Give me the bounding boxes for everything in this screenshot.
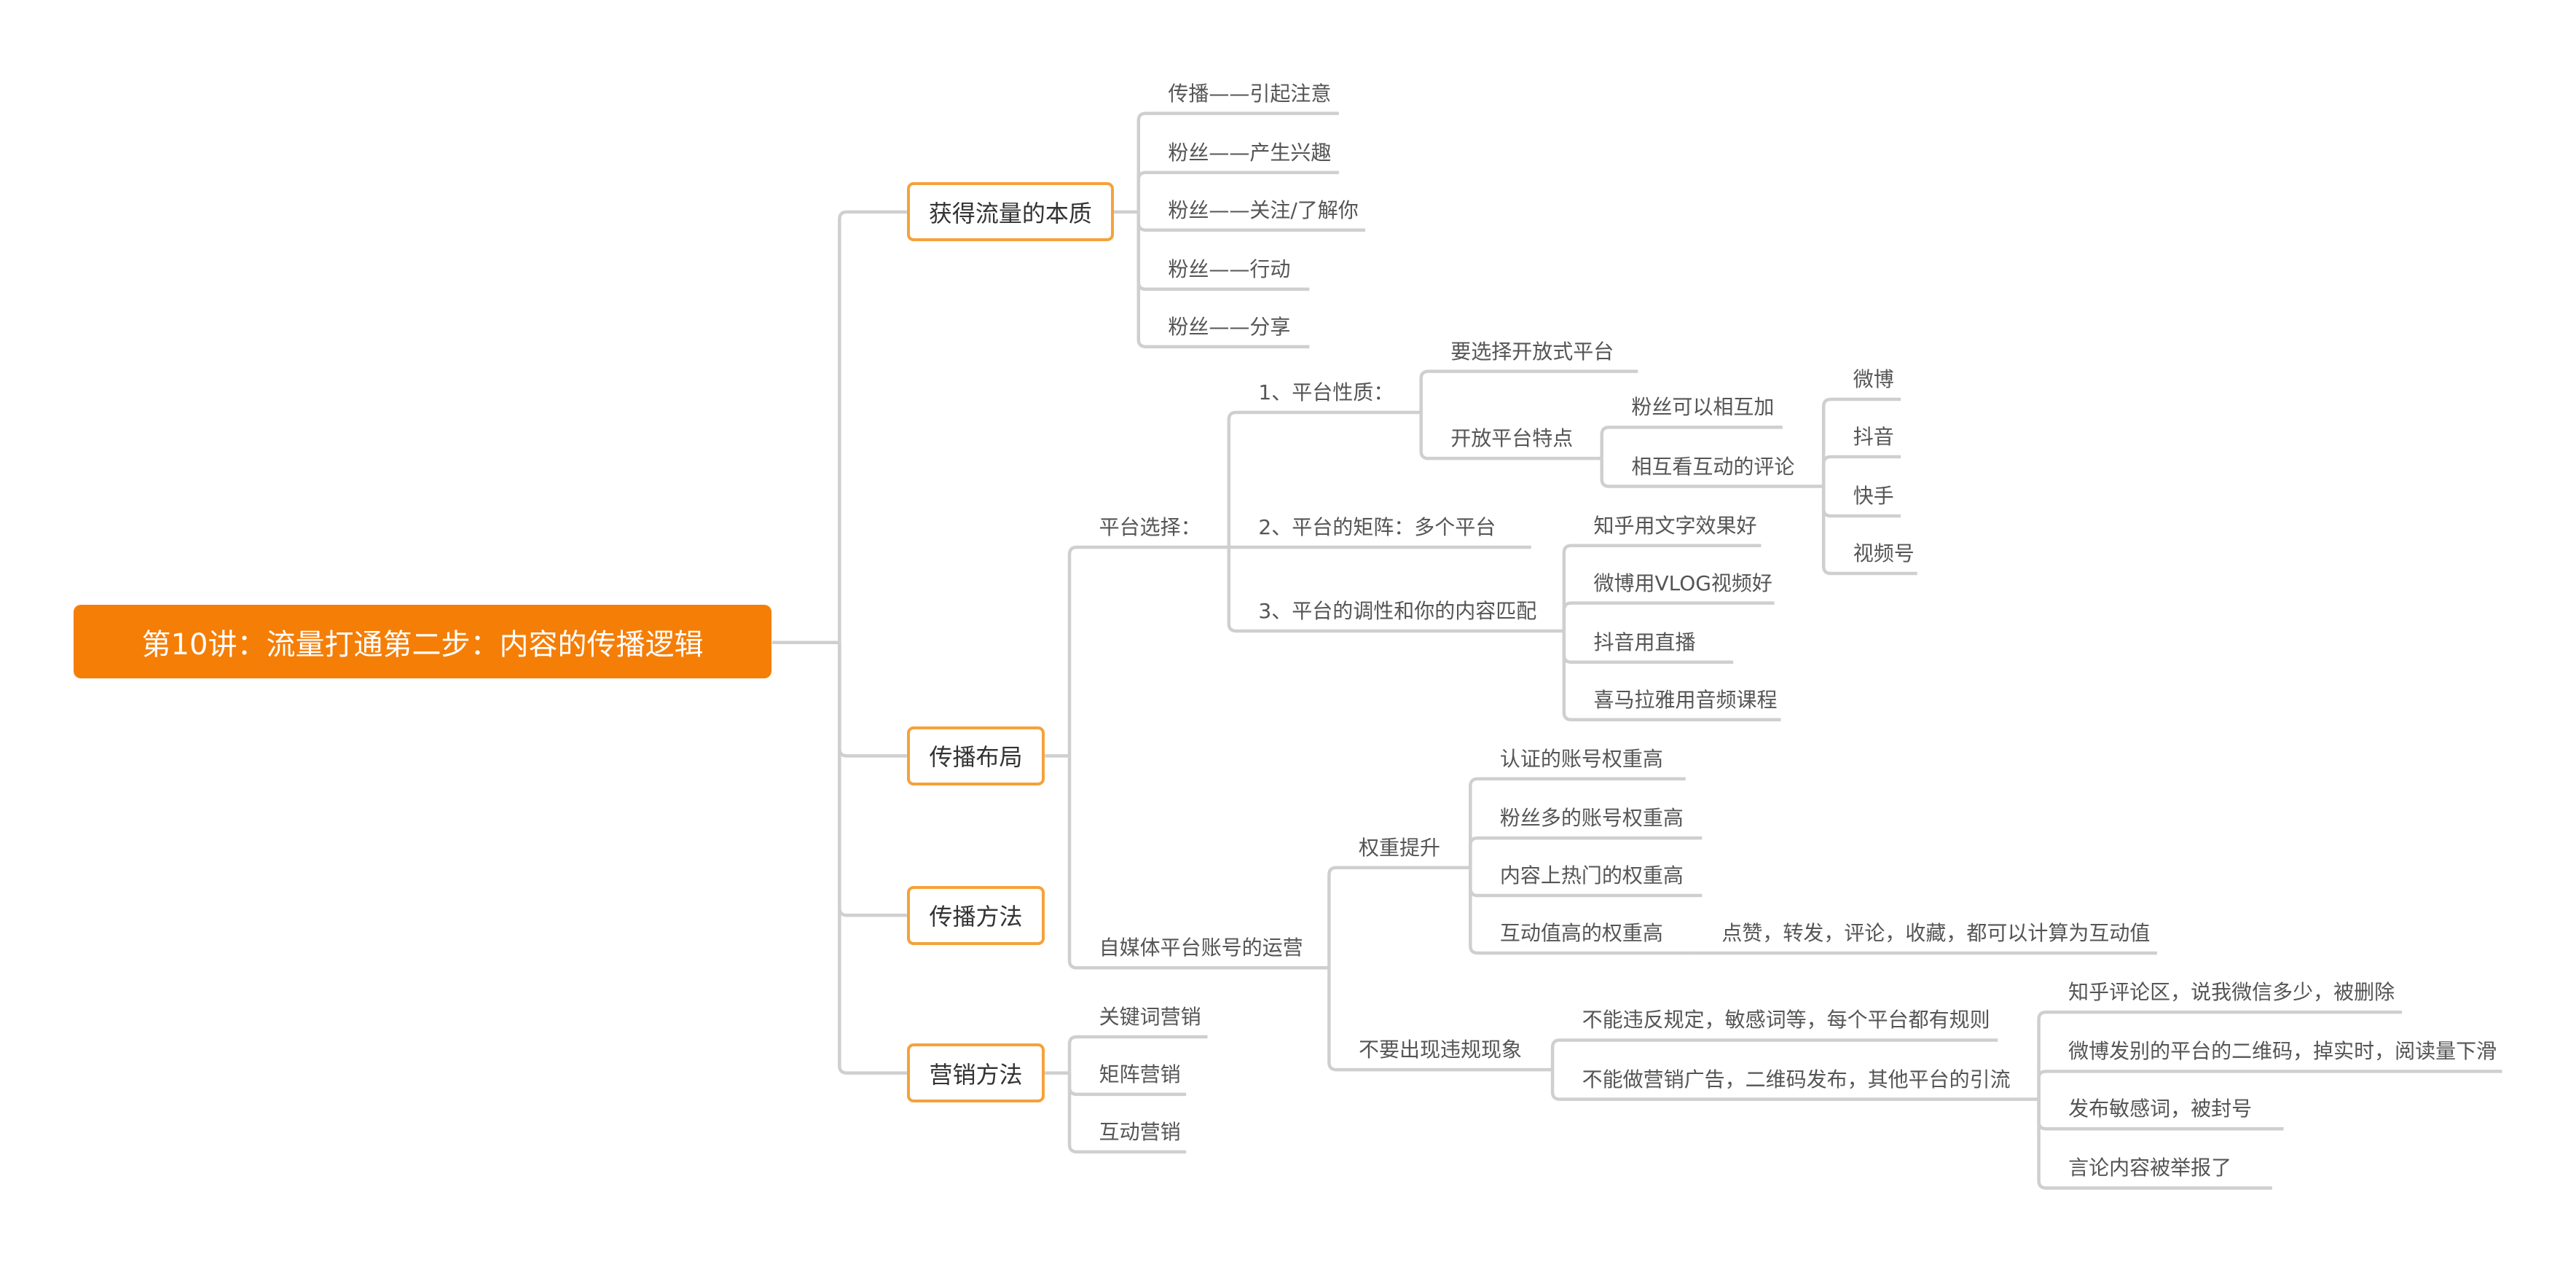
subtopic[interactable]: 不要出现违规现象 bbox=[1358, 1038, 1522, 1062]
subtopic[interactable]: 自媒体平台账号的运营 bbox=[1099, 936, 1303, 960]
subtopic-connector bbox=[1327, 866, 1471, 968]
leaf-topic[interactable]: 言论内容被举报了 bbox=[2068, 1156, 2232, 1180]
subtopic-connector bbox=[1469, 777, 1686, 868]
leaf-topic[interactable]: 粉丝多的账号权重高 bbox=[1499, 806, 1684, 831]
leaf-topic[interactable]: 视频号 bbox=[1853, 541, 1915, 566]
leaf-topic[interactable]: 要选择开放式平台 bbox=[1450, 339, 1614, 364]
subtopic-connector bbox=[1562, 544, 1762, 631]
subtopic-connector bbox=[1136, 171, 1339, 212]
leaf-topic[interactable]: 快手 bbox=[1853, 484, 1894, 509]
leaf-topic[interactable]: 不能违反规定，敏感词等，每个平台都有规则 bbox=[1582, 1008, 1990, 1032]
main-topic-connector bbox=[838, 210, 907, 643]
main-topic[interactable]: 获得流量的本质 bbox=[906, 182, 1114, 242]
subtopic-connector bbox=[2037, 1070, 2502, 1100]
main-topic[interactable]: 营销方法 bbox=[906, 1043, 1045, 1103]
leaf-topic[interactable]: 微博发别的平台的二维码，掉实时，阅读量下滑 bbox=[2068, 1039, 2497, 1064]
leaf-topic[interactable]: 微博用VLOG视频好 bbox=[1593, 571, 1772, 595]
leaf-topic[interactable]: 发布敏感词，被封号 bbox=[2068, 1097, 2253, 1121]
subtopic-connector bbox=[1327, 968, 1553, 1072]
subtopic-connector bbox=[1067, 1035, 1208, 1073]
subtopic-connector bbox=[1227, 410, 1421, 547]
subtopic[interactable]: 平台选择： bbox=[1099, 514, 1201, 539]
leaf-topic[interactable]: 传播——引起注意 bbox=[1168, 81, 1332, 106]
leaf-topic[interactable]: 粉丝——分享 bbox=[1168, 314, 1291, 339]
leaf-topic[interactable]: 粉丝——产生兴趣 bbox=[1168, 140, 1332, 165]
subtopic[interactable]: 不能做营销广告，二维码发布，其他平台的引流 bbox=[1582, 1067, 2011, 1091]
subtopic-connector bbox=[1821, 486, 1917, 576]
subtopic-connector bbox=[1067, 1073, 1187, 1154]
leaf-topic[interactable]: 抖音用直播 bbox=[1593, 630, 1696, 654]
main-topic[interactable]: 传播方法 bbox=[906, 885, 1045, 945]
subtopic-connector bbox=[1067, 756, 1330, 970]
subtopic-connector bbox=[1550, 1070, 2039, 1101]
subtopic-connector bbox=[1419, 369, 1638, 413]
leaf-topic[interactable]: 点赞，转发，评论，收藏，都可以计算为互动值 bbox=[1721, 920, 2151, 945]
subtopic[interactable]: 相互看互动的评论 bbox=[1631, 454, 1795, 479]
leaf-topic[interactable]: 知乎用文字效果好 bbox=[1593, 513, 1757, 538]
subtopic-connector bbox=[1469, 836, 1703, 868]
subtopic-connector bbox=[2037, 1099, 2272, 1190]
main-topic-connector bbox=[838, 642, 907, 1075]
leaf-topic[interactable]: 喜马拉雅用音频课程 bbox=[1593, 687, 1778, 712]
subtopic-connector bbox=[2037, 1010, 2402, 1100]
subtopic-connector bbox=[1067, 545, 1229, 756]
subtopic-connector bbox=[1136, 211, 1310, 349]
main-topic-connector bbox=[838, 642, 907, 917]
leaf-topic[interactable]: 粉丝——关注/了解你 bbox=[1168, 197, 1359, 222]
subtopic-connector bbox=[1469, 867, 1692, 955]
subtopic[interactable]: 互动值高的权重高 bbox=[1499, 920, 1663, 945]
leaf-topic[interactable]: 粉丝可以相互加 bbox=[1631, 395, 1775, 420]
subtopic-connector bbox=[1227, 546, 1564, 633]
leaf-topic[interactable]: 2、平台的矩阵：多个平台 bbox=[1258, 514, 1496, 539]
central-topic[interactable]: 第10讲：流量打通第二步：内容的传播逻辑 bbox=[74, 605, 771, 678]
subtopic-connector bbox=[1419, 412, 1602, 460]
subtopic-connector bbox=[1821, 455, 1901, 487]
subtopic-connector bbox=[1821, 397, 1901, 487]
subtopic-connector bbox=[1550, 1038, 1998, 1070]
leaf-topic[interactable]: 矩阵营销 bbox=[1099, 1062, 1181, 1086]
subtopic-connector bbox=[1562, 630, 1781, 721]
leaf-topic[interactable]: 知乎评论区，说我微信多少，被删除 bbox=[2068, 980, 2395, 1005]
subtopic[interactable]: 权重提升 bbox=[1358, 835, 1440, 860]
subtopic-connector bbox=[1136, 111, 1339, 212]
subtopic[interactable]: 开放平台特点 bbox=[1450, 426, 1574, 451]
leaf-topic[interactable]: 内容上热门的权重高 bbox=[1499, 863, 1684, 888]
main-topic-connector bbox=[838, 642, 907, 758]
leaf-topic[interactable]: 认证的账号权重高 bbox=[1499, 746, 1663, 771]
subtopic-connector bbox=[1600, 426, 1783, 459]
leaf-topic[interactable]: 粉丝——行动 bbox=[1168, 256, 1291, 281]
subtopic-connector bbox=[1600, 458, 1824, 488]
leaf-topic[interactable]: 互动营销 bbox=[1099, 1119, 1181, 1144]
leaf-topic[interactable]: 微博 bbox=[1853, 367, 1894, 391]
subtopic[interactable]: 3、平台的调性和你的内容匹配 bbox=[1258, 598, 1537, 623]
subtopic[interactable]: 1、平台性质： bbox=[1258, 380, 1394, 405]
leaf-topic[interactable]: 抖音 bbox=[1853, 424, 1894, 449]
leaf-topic[interactable]: 关键词营销 bbox=[1099, 1004, 1201, 1029]
subtopic-connector bbox=[1562, 601, 1775, 631]
main-topic[interactable]: 传播布局 bbox=[906, 726, 1045, 785]
